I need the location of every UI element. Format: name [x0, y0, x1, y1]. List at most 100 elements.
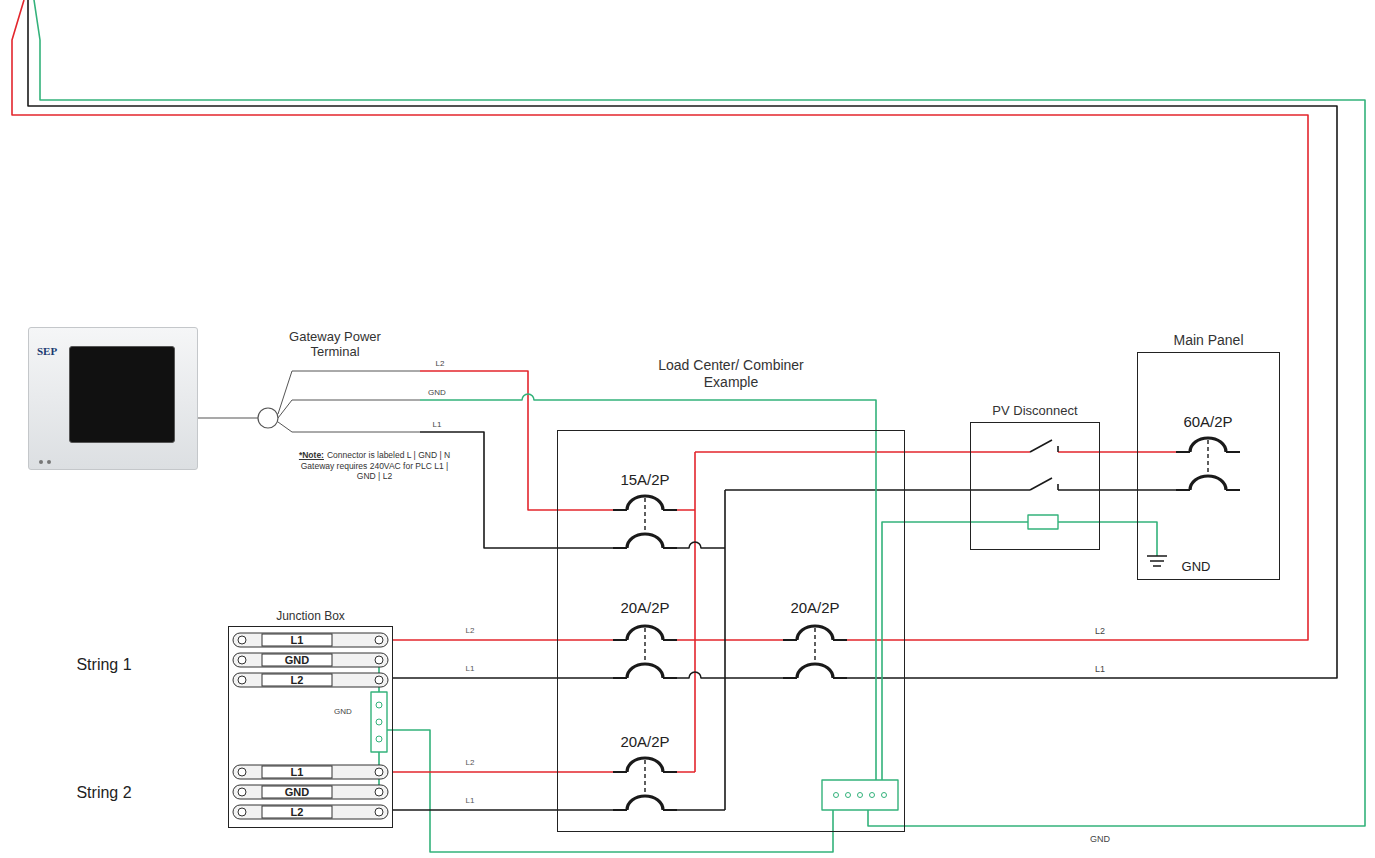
breaker-leg: [613, 547, 677, 549]
breaker-rating: 15A/2P: [620, 471, 669, 488]
breaker-leg: [613, 809, 677, 811]
brand-logo: SEP: [37, 345, 57, 357]
ground-label: GND: [1182, 560, 1211, 575]
terminal-label-frame: [262, 674, 332, 686]
breaker-tie: [644, 760, 645, 794]
wire-name: L1: [465, 797, 476, 806]
terminal-name: GND: [285, 654, 309, 667]
screen: [69, 346, 175, 443]
bar-screw: [376, 702, 382, 708]
terminal-block: [233, 653, 388, 667]
breaker-leg: [1176, 489, 1240, 491]
wire-connector: [1100, 489, 1137, 491]
terminal-screw: [238, 808, 246, 816]
junction-ground-bar: [371, 692, 387, 752]
terminal-name: L1: [291, 766, 304, 779]
l2-wire: [12, 0, 1308, 772]
breaker-arc: [627, 796, 663, 810]
wire-connector: [393, 639, 557, 641]
terminal-block: [233, 785, 388, 799]
terminal-screw: [238, 656, 246, 664]
box-heading: Load Center/ Combiner Example: [656, 357, 806, 391]
box-heading: Main Panel: [1173, 332, 1243, 349]
bar-screw: [882, 793, 887, 798]
wire-name: L1: [1095, 664, 1105, 674]
bar-screw: [376, 736, 382, 742]
ground-wire: [34, 0, 1365, 852]
bar-screw: [376, 719, 382, 725]
earth-symbol: [1147, 556, 1167, 566]
breaker-leg: [613, 771, 677, 773]
terminal-block: [233, 765, 388, 779]
pin-name: L1: [433, 420, 442, 429]
string-name: String 1: [76, 656, 131, 674]
l1-wire: [28, 0, 1337, 810]
breaker-rating: 60A/2P: [1183, 413, 1232, 430]
box-heading: PV Disconnect: [990, 403, 1080, 419]
wire-name: L2: [465, 759, 476, 768]
terminal-screw: [375, 808, 383, 816]
breaker-rating: 20A/2P: [620, 733, 669, 750]
breaker-arc: [627, 534, 663, 548]
pin-name: GND: [428, 388, 446, 397]
gateway-device: SEP: [28, 327, 198, 470]
breaker-leg: [783, 639, 847, 641]
ground-fuse: [1028, 515, 1058, 529]
string-name: String 2: [76, 784, 131, 802]
breaker-leg: [613, 677, 677, 679]
wire-connector: [1100, 451, 1137, 453]
breaker-arc: [1190, 476, 1226, 490]
breaker-leg: [1176, 451, 1240, 453]
terminal-label-frame: [262, 786, 332, 798]
breaker-leg: [783, 677, 847, 679]
breaker-leg: [613, 639, 677, 641]
terminal-screw: [375, 636, 383, 644]
wire-connector: [393, 771, 557, 773]
status-led: [47, 460, 51, 464]
terminal-label-frame: [262, 766, 332, 778]
terminal-screw: [238, 636, 246, 644]
note-marker: *Note:: [299, 450, 324, 460]
junction-box: Junction Box: [228, 626, 393, 828]
terminal-label-frame: [262, 806, 332, 818]
terminal-block: [233, 673, 388, 687]
wire-connector: [905, 451, 970, 453]
disconnect-box: PV Disconnect: [970, 422, 1100, 550]
note-block: *Note:Connector is labeled L | GND | N G…: [297, 450, 452, 482]
bar-screw: [834, 793, 839, 798]
ground-bar: [822, 780, 898, 810]
terminal-name: L1: [291, 634, 304, 647]
terminal-screw: [375, 656, 383, 664]
terminal-screw: [238, 788, 246, 796]
wire-connector: [393, 677, 557, 679]
breaker-leg: [613, 509, 677, 511]
terminal-name: L2: [291, 674, 304, 687]
terminal-block: [233, 633, 388, 647]
wire-name: GND: [1090, 834, 1110, 844]
bar-screw: [858, 793, 863, 798]
breaker-tie: [1207, 440, 1208, 474]
switch-blades: [1030, 440, 1058, 490]
status-led: [39, 460, 43, 464]
wire-connector: [393, 809, 557, 811]
terminal-screw: [375, 676, 383, 684]
terminal-screw: [238, 676, 246, 684]
terminal-heading: Gateway Power Terminal: [280, 330, 390, 360]
breaker-arc: [627, 664, 663, 678]
terminal-screw: [375, 788, 383, 796]
ground-label: GND: [334, 707, 352, 716]
breaker-tie: [644, 628, 645, 662]
bar-screw: [870, 793, 875, 798]
terminal-name: GND: [285, 786, 309, 799]
wire-name: L2: [1095, 626, 1105, 636]
wire-name: L2: [465, 627, 476, 636]
terminal-screw: [238, 768, 246, 776]
breaker-rating: 20A/2P: [620, 599, 669, 616]
wire-connector: [905, 489, 970, 491]
terminal-screw: [375, 768, 383, 776]
breaker-arc: [797, 664, 833, 678]
panel-box: Main Panel: [1137, 352, 1280, 580]
terminal-label-frame: [262, 654, 332, 666]
